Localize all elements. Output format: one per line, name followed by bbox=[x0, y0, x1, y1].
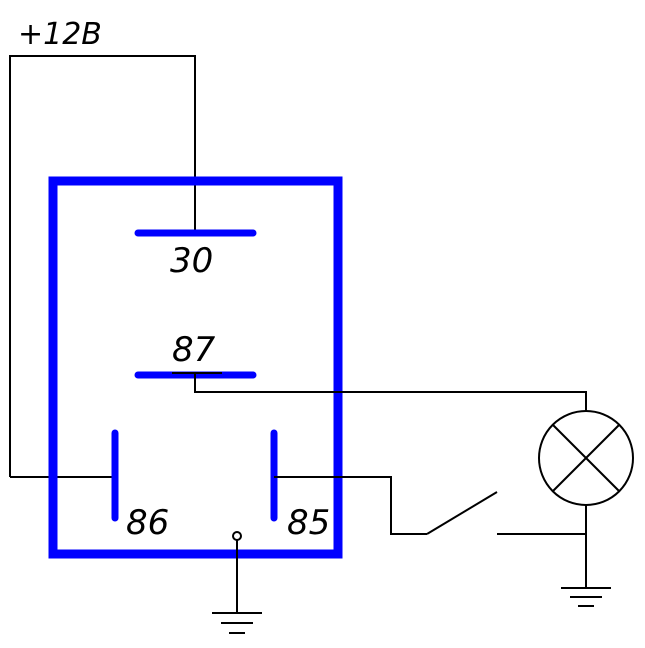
lamp-circle bbox=[538, 410, 634, 506]
supply-wire bbox=[9, 55, 196, 477]
ground-icon bbox=[212, 612, 262, 634]
relay-ground bbox=[212, 531, 262, 634]
pin85-to-switch-wire bbox=[274, 476, 427, 535]
relay-housing bbox=[48, 176, 343, 559]
pin-30-label: 30 bbox=[170, 241, 213, 281]
pin-87-label: 87 bbox=[172, 330, 216, 370]
lamp-ground-icon bbox=[561, 587, 611, 607]
ground-terminal bbox=[232, 531, 242, 541]
switch-icon bbox=[426, 491, 498, 535]
relay-icon bbox=[48, 176, 343, 559]
load-wires bbox=[172, 372, 587, 588]
pin-86-label: 86 bbox=[126, 503, 169, 543]
pin-85-label: 85 bbox=[287, 503, 330, 543]
lamp-icon bbox=[538, 410, 634, 506]
supply-wires bbox=[9, 55, 196, 478]
pin87-to-lamp-wire bbox=[194, 373, 587, 412]
lamp-cross-b bbox=[552, 424, 620, 492]
supply-label: +12В bbox=[18, 17, 102, 52]
